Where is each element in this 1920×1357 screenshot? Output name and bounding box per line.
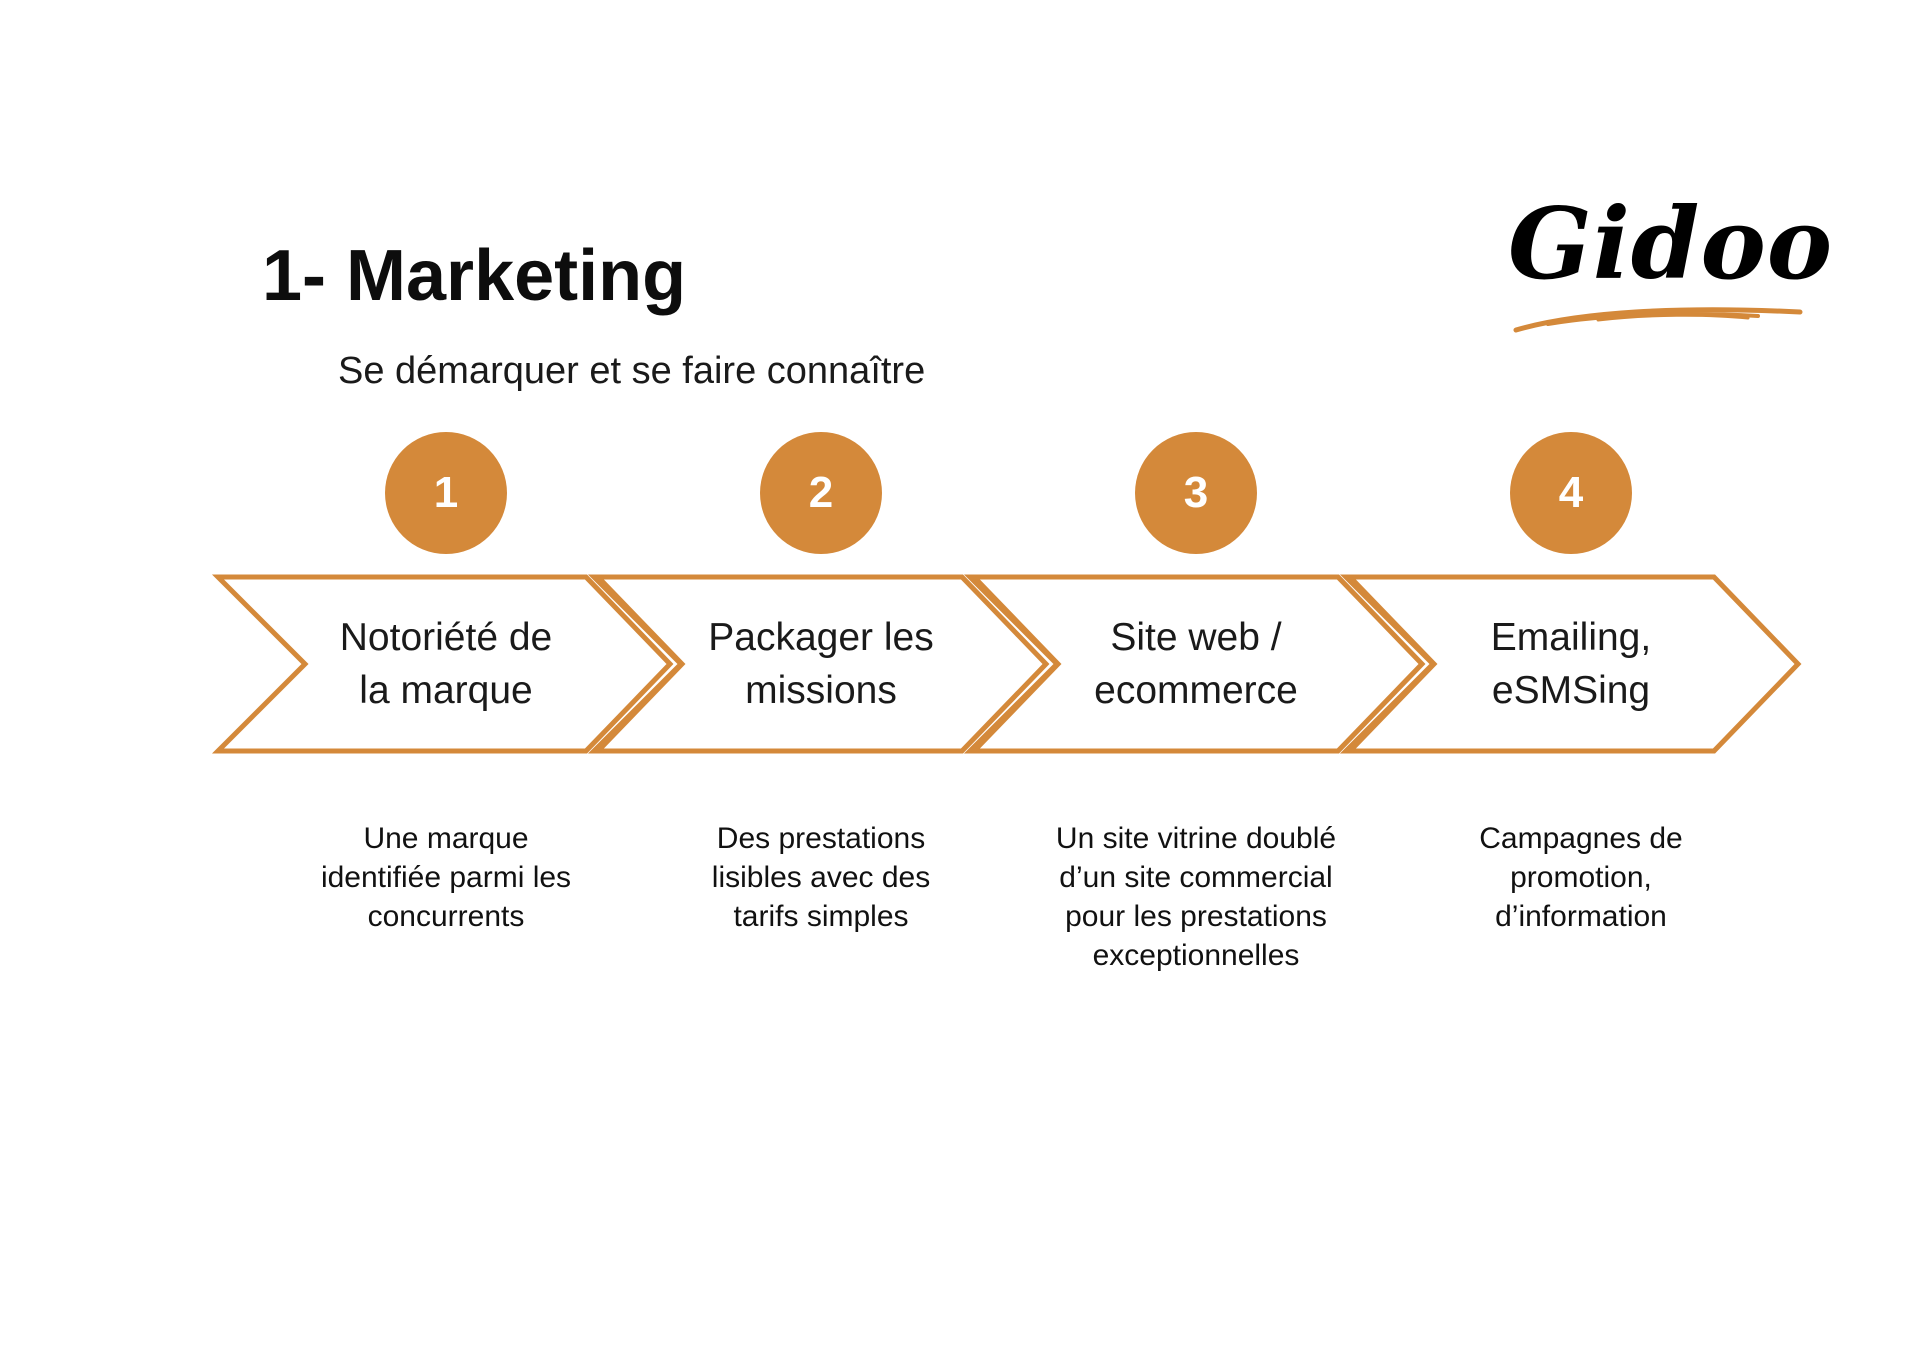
page-title: 1- Marketing: [262, 236, 687, 316]
step-desc-4-line1: Campagnes de: [1479, 822, 1683, 855]
step-desc-4-line2: promotion,: [1510, 861, 1652, 894]
step-desc-2-line2: lisibles avec des: [711, 861, 931, 894]
step-desc-3-line2: d’un site commercial: [1059, 861, 1333, 894]
step-label-3-line2: ecommerce: [1094, 669, 1298, 712]
logo-swoosh-icon: [1513, 307, 1803, 333]
step-badge-4: 4: [1510, 432, 1632, 554]
step-desc-4: Campagnes de promotion, d’information: [1411, 819, 1751, 936]
step-desc-1-line2: identifiée parmi les: [320, 861, 572, 894]
step-desc-4-line3: d’information: [1495, 900, 1667, 933]
page-subtitle: Se démarquer et se faire connaître: [338, 350, 926, 392]
step-label-1-line2: la marque: [359, 669, 533, 712]
step-label-4: Emailing, eSMSing: [1421, 611, 1721, 717]
step-badge-3: 3: [1135, 432, 1257, 554]
step-desc-3-line4: exceptionnelles: [1092, 939, 1300, 972]
step-desc-1-line3: concurrents: [367, 900, 525, 933]
step-desc-3-line3: pour les prestations: [1065, 900, 1327, 933]
step-badge-1: 1: [385, 432, 507, 554]
step-desc-1: Une marque identifiée parmi les concurre…: [276, 819, 616, 936]
gidoo-logo: Gidoo: [1508, 187, 1834, 346]
step-label-4-line2: eSMSing: [1491, 669, 1651, 712]
step-desc-2-line3: tarifs simples: [733, 900, 909, 933]
step-desc-3: Un site vitrine doublé d’un site commerc…: [1026, 819, 1366, 975]
step-label-1: Notoriété de la marque: [296, 611, 596, 717]
logo-wordmark: Gidoo: [1508, 187, 1834, 302]
step-desc-2-line1: Des prestations: [716, 822, 926, 855]
step-label-3: Site web / ecommerce: [1046, 611, 1346, 717]
step-desc-2: Des prestations lisibles avec des tarifs…: [651, 819, 991, 936]
step-label-4-line1: Emailing,: [1490, 616, 1652, 659]
step-label-3-line1: Site web /: [1110, 616, 1282, 659]
step-label-1-line1: Notoriété de: [339, 616, 553, 659]
step-badge-2: 2: [760, 432, 882, 554]
chevron-4: [1339, 574, 1802, 754]
step-label-2-line1: Packager les: [708, 616, 934, 659]
step-label-2-line2: missions: [745, 669, 897, 712]
step-label-2: Packager les missions: [671, 611, 971, 717]
step-desc-1-line1: Une marque: [363, 822, 529, 855]
step-desc-3-line1: Un site vitrine doublé: [1055, 822, 1337, 855]
